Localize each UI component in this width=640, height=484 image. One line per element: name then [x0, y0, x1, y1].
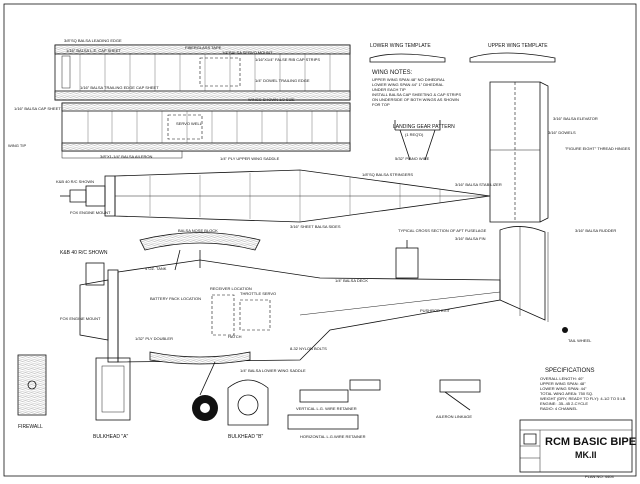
wing-notes-title: WING NOTES: [372, 70, 413, 76]
spec-5: WEIGHT (DRY, READY TO FLY): 4-1/2 TO 5 L… [540, 396, 626, 401]
label-lg-pattern: LANDING GEAR PATTERN [393, 124, 455, 130]
title-block: RCM BASIC BIPE MK.II [519, 419, 636, 473]
label-engine-side: K&B 40 R/C SHOWN [60, 250, 108, 256]
label-cap-sheet: 1/16" BALSA CAP SHEET [14, 106, 61, 111]
fuselage-side-view [79, 232, 501, 396]
specifications-title: SPECIFICATIONS [545, 368, 595, 374]
label-aileron-linkage: AILERON LINKAGE [436, 414, 472, 419]
spec-2: UPPER WING SPAN: 48" [540, 381, 586, 386]
wing-note-2: LOWER WING SPAN 44" 1" DIHEDRAL [372, 82, 444, 87]
wing-notes: WING NOTES: UPPER WING SPAN 48" NO DIHED… [372, 70, 461, 107]
plan-title-line2: MK.II [575, 450, 597, 460]
plan-title-line1: RCM BASIC BIPE [545, 436, 636, 448]
spec-4: TOTAL WING AREA: 750 SQ. [540, 391, 593, 396]
wing-note-6: FOR TOP [372, 102, 390, 107]
label-lower-template: LOWER WING TEMPLATE [370, 43, 431, 49]
rcm-logo-icon [523, 433, 537, 445]
fuselage-top-view [60, 169, 491, 223]
label-wing-saddle: 1/4" PLY UPPER WING SADDLE [220, 156, 280, 161]
label-hatch: HATCH [228, 334, 242, 339]
spec-7: RADIO: 4 CHANNEL [540, 406, 578, 411]
label-dowels: 3/16" DOWELS [548, 130, 576, 135]
wing-templates [369, 52, 556, 63]
label-battery: BATTERY PACK LOCATION [150, 296, 201, 301]
label-receiver: RECEIVER LOCATION [210, 286, 252, 291]
firewall-drawing [17, 354, 47, 416]
tail-wheel-icon [562, 327, 568, 333]
landing-gear-pattern: LANDING GEAR PATTERN (1 REQ'D) 5/32" PIA… [393, 120, 455, 161]
plan-number: PLAN NO. 4404 [585, 474, 614, 479]
bulkhead-a-drawing [95, 357, 131, 421]
plan-border [3, 3, 637, 477]
label-firewall: FIREWALL [18, 424, 43, 430]
label-lower-saddle: 1/4" BALSA LOWER WING SADDLE [240, 368, 306, 373]
wing-note-5: ON UNDERSIDE OF BOTH WINGS AS SHOWN [372, 97, 459, 102]
bulkhead-b-drawing [227, 379, 269, 426]
spec-3: LOWER WING SPAN: 44" [540, 386, 587, 391]
cross-section [395, 240, 419, 279]
label-tail-wheel: TAIL WHEEL [568, 338, 592, 343]
lg-retainers [287, 379, 381, 430]
spec-6: ENGINE: .35-.45 2-CYCLE [540, 401, 588, 406]
label-ply-doubler: 1/32" PLY DOUBLER [135, 336, 173, 341]
wing-note-4: INSTALL BALSA CAP SHEETING & CAP STRIPS [372, 92, 461, 97]
spec-1: OVERALL LENGTH: 40" [540, 376, 584, 381]
label-balsa-le-top: 3/8"SQ BALSA LEADING EDGE [64, 38, 122, 43]
label-engine-mount-top: FOX ENGINE MOUNT [70, 210, 111, 215]
label-horizontal-retainer: HORIZONTAL L.G.WIRE RETAINER [300, 434, 366, 439]
label-elevator: 3/16" BALSA ELEVATOR [553, 116, 598, 121]
label-engine-mount-side: FOX ENGINE MOUNT [60, 316, 101, 321]
label-bulkhead-a: BULKHEAD "A" [93, 434, 128, 440]
label-full-size: (1 REQ'D) [405, 132, 424, 137]
specifications: SPECIFICATIONS OVERALL LENGTH: 40" UPPER… [540, 368, 626, 411]
label-figure-eight: "FIGURE EIGHT" THREAD HINGES [565, 146, 631, 151]
label-servo-well: SERVO WELL [176, 121, 203, 126]
label-vertical-retainer: VERTICAL L.G. WIRE RETAINER [296, 406, 357, 411]
label-engine-top: K&B 40 R/C SHOWN [56, 179, 94, 184]
label-cross-section: TYPICAL CROSS SECTION OF AFT FUSELAGE [398, 228, 487, 233]
wing-note-3: UNDER EACH TIP [372, 87, 406, 92]
label-nylon-bolts: 8-32 NYLON BOLTS [290, 346, 327, 351]
label-balsa-deck: 1/4" BALSA DECK [335, 278, 368, 283]
upper-wing-drawing [54, 44, 351, 101]
label-throttle: THROTTLE SERVO [240, 291, 276, 296]
label-dowel-spar: 1/4" DOWEL TRAILING EDGE [255, 78, 310, 83]
label-piano-wire: 5/32" PIANO WIRE [395, 156, 430, 161]
rudder-fin [499, 226, 549, 322]
label-fuel-tank: 4 OZ. TANK [145, 266, 167, 271]
stabilizer-drawing [489, 81, 549, 223]
label-upper-template: UPPER WING TEMPLATE [488, 43, 548, 49]
label-aileron: 3/8"X1-1/4" BALSA AILERON [100, 154, 153, 159]
aileron-linkage [439, 379, 481, 411]
label-stringers: 1/8"SQ BALSA STRINGERS [362, 172, 413, 177]
label-rudder: 3/16" BALSA RUDDER [575, 228, 616, 233]
label-fin: 3/16" BALSA FIN [455, 236, 486, 241]
label-bulkhead-b: BULKHEAD "B" [228, 434, 263, 440]
label-pushrod: PUSHROD EXIT [420, 308, 451, 313]
label-te-cap: 1/16" BALSA TRAILING EDGE CAP SHEET [80, 85, 159, 90]
label-wing-tip: WING TIP [8, 143, 26, 148]
label-le-cap: 1/16" BALSA L.E. CAP SHEET [66, 48, 121, 53]
label-front-stick: 3/16" SHEET BALSA SIDES [290, 224, 341, 229]
label-nose-block: BALSA NOSE BLOCK [178, 228, 218, 233]
wing-note-1: UPPER WING SPAN 48" NO DIHEDRAL [372, 77, 446, 82]
label-servo-mount: 1/4"BALSA SERVO MOUNT [222, 50, 273, 55]
label-fiberglass-tape: FIBERGLASS TAPE [185, 45, 222, 50]
label-false-rib-cap: 1/16"X1/4" FALSE RIB CAP STRIPS [255, 57, 320, 62]
label-stabilizer: 3/16" BALSA STABILIZER [455, 182, 502, 187]
label-wings-half: WINGS SHOWN 1/2 SIZE [248, 97, 295, 102]
lower-wing-drawing [61, 102, 351, 159]
